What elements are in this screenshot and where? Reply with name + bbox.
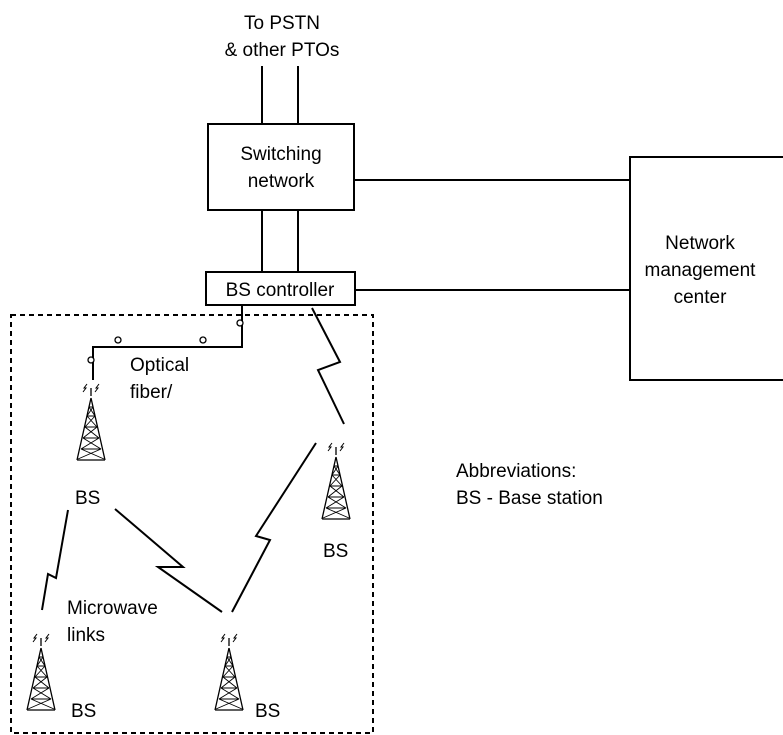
nmc-label-line3: center [674, 287, 727, 308]
tower-icon [26, 633, 56, 711]
bs-controller-label: BS controller [226, 280, 335, 301]
base-station-top-left: BS [75, 383, 106, 509]
optical-fiber-label-line2: fiber/ [130, 382, 173, 403]
fiber-connector [87, 356, 95, 364]
abbreviations-title: Abbreviations: [456, 461, 576, 482]
pstn-label-line2: & other PTOs [225, 40, 340, 61]
microwave-link-right-bs [231, 442, 317, 613]
fiber-connector [114, 336, 122, 344]
microwave-links-label-line2: links [67, 625, 105, 646]
base-station-right: BS [321, 442, 351, 562]
bs-bottom-middle-label: BS [255, 701, 280, 722]
bs-bottom-left-label: BS [71, 701, 96, 722]
microwave-link-center-bs [114, 508, 223, 613]
bs-top-left-label: BS [75, 488, 100, 509]
nmc-box [629, 156, 783, 381]
bs-controller: BS controller [205, 271, 356, 306]
microwave-links-label-line1: Microwave [67, 598, 158, 619]
switching-network-label-line1: Switching [240, 144, 321, 165]
microwave-link-bsc-right-bs [311, 307, 345, 425]
base-station-bottom-left: BS [26, 633, 96, 722]
nmc-label-line2: management [645, 260, 757, 281]
fiber-connector [236, 319, 244, 327]
pstn-label-line1: To PSTN [244, 13, 320, 34]
tower-icon [321, 442, 351, 520]
network-management-center: Network management center [629, 156, 783, 381]
switching-network: Switching network [207, 123, 355, 211]
microwave-links [41, 307, 345, 613]
radio-subsystem-boundary [10, 314, 374, 734]
nmc-label-line1: Network [665, 233, 735, 254]
tower-icon [214, 633, 244, 711]
pstn-connection: To PSTN & other PTOs [225, 13, 340, 124]
fiber-connector [199, 336, 207, 344]
bs-controller-box [205, 271, 356, 306]
abbreviation-bs: BS - Base station [456, 488, 603, 509]
bs-right-label: BS [323, 541, 348, 562]
microwave-link-left-bs [41, 509, 69, 611]
switching-network-label-line2: network [248, 171, 315, 192]
switching-network-box [207, 123, 355, 211]
base-station-bottom-middle: BS [214, 633, 280, 722]
tower-icon [76, 383, 106, 461]
optical-fiber-link: Optical fiber/ [87, 305, 244, 403]
abbreviations-legend: Abbreviations: BS - Base station [456, 461, 603, 509]
optical-fiber-label-line1: Optical [130, 355, 189, 376]
